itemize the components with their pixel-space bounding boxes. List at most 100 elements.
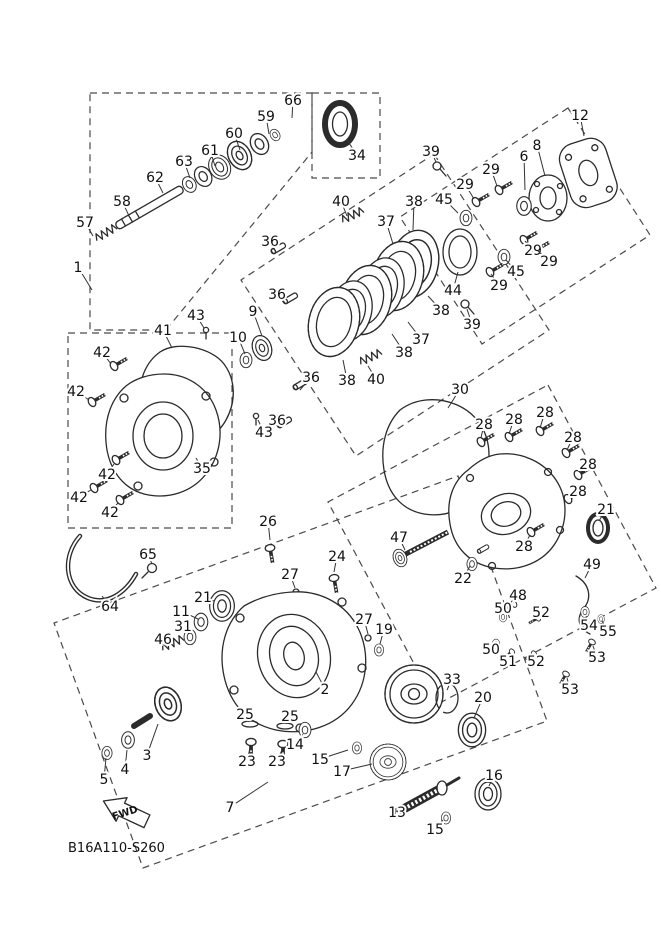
part-label-21: 21 <box>194 590 212 606</box>
part-label-28: 28 <box>569 484 587 500</box>
leader-line-36 <box>280 299 285 304</box>
part-label-29: 29 <box>540 254 558 270</box>
leader-line-22 <box>466 565 471 573</box>
leader-line-34 <box>346 139 354 150</box>
part-label-9: 9 <box>249 304 258 320</box>
part-label-42: 42 <box>67 384 85 400</box>
leader-line-25 <box>285 722 288 725</box>
breather-hose-64 <box>65 533 139 603</box>
snap-ring-33 <box>435 682 459 714</box>
leader-line-11 <box>187 613 199 620</box>
leader-line-28 <box>480 430 484 439</box>
washer-10 <box>239 351 253 369</box>
part-label-24: 24 <box>328 549 346 565</box>
part-label-50: 50 <box>482 642 500 658</box>
leader-line-29 <box>490 273 496 280</box>
leader-line-63 <box>185 167 191 179</box>
part-label-37: 37 <box>412 332 430 348</box>
leader-line-48 <box>512 600 515 603</box>
leader-line-36 <box>299 382 307 391</box>
part-label-25: 25 <box>281 709 299 725</box>
leader-line-19 <box>379 635 383 645</box>
part-label-55: 55 <box>599 624 617 640</box>
seal-11 <box>193 612 209 632</box>
leader-line-37 <box>407 321 418 334</box>
gasket-25b <box>276 722 294 730</box>
leader-line-59 <box>266 122 270 135</box>
leader-line-6 <box>523 162 526 191</box>
spring-40b <box>357 348 384 367</box>
part-label-23: 23 <box>238 754 256 770</box>
bolt-28c <box>532 417 558 439</box>
leader-line-60 <box>235 139 241 151</box>
leader-line-39 <box>433 157 437 163</box>
part-label-35: 35 <box>193 461 211 477</box>
bolt-29a <box>491 176 517 198</box>
part-label-60: 60 <box>225 126 243 142</box>
leader-line-13 <box>402 801 411 809</box>
part-label-40: 40 <box>332 194 350 210</box>
leader-line-53 <box>592 645 596 651</box>
leader-line-27 <box>365 625 369 635</box>
leader-line-36 <box>280 425 282 428</box>
input-gear-train <box>93 127 283 243</box>
part-label-46: 46 <box>154 632 172 648</box>
washer-4 <box>121 731 135 749</box>
leader-line-43 <box>257 419 262 426</box>
leader-line-16 <box>488 781 492 787</box>
part-label-5: 5 <box>100 772 109 788</box>
part-label-40: 40 <box>367 372 385 388</box>
clamp-65 <box>141 562 158 579</box>
leader-line-23 <box>248 747 251 755</box>
part-label-25: 25 <box>236 707 254 723</box>
part-label-38: 38 <box>395 345 413 361</box>
leader-line-5 <box>104 757 107 773</box>
main-case-assembly <box>65 533 502 825</box>
part-label-50: 50 <box>494 601 512 617</box>
leader-line-43 <box>199 320 205 329</box>
leader-line-49 <box>584 570 590 579</box>
part-label-28: 28 <box>579 457 597 473</box>
part-label-28: 28 <box>536 405 554 421</box>
pin-43a <box>202 326 210 340</box>
part-label-42: 42 <box>98 467 116 483</box>
part-label-61: 61 <box>201 143 219 159</box>
spring-57 <box>93 222 119 243</box>
leader-line-42 <box>110 463 115 469</box>
part-label-52: 52 <box>527 654 545 670</box>
group-box-input-gears <box>89 92 313 331</box>
leader-line-27 <box>291 580 296 589</box>
part-label-37: 37 <box>377 214 395 230</box>
leader-line-42 <box>114 502 119 508</box>
part-label-48: 48 <box>509 588 527 604</box>
part-label-33: 33 <box>443 672 461 688</box>
part-label-53: 53 <box>561 682 579 698</box>
pin-43b <box>252 412 260 426</box>
clip-39a <box>432 161 447 177</box>
nut-55 <box>597 614 605 624</box>
part-label-19: 19 <box>375 622 393 638</box>
leader-line-45 <box>448 203 459 214</box>
part-label-3: 3 <box>143 748 152 764</box>
cover-35 <box>105 373 221 497</box>
part-label-39: 39 <box>463 317 481 333</box>
leader-line-52 <box>531 654 534 657</box>
leader-line-8 <box>538 151 546 177</box>
part-label-36: 36 <box>268 413 286 429</box>
leader-line-36 <box>272 246 277 253</box>
leader-line-38 <box>391 333 401 347</box>
leader-line-33 <box>446 685 450 691</box>
washer-5 <box>101 746 113 760</box>
leader-line-28 <box>526 534 531 541</box>
leader-line-42 <box>81 394 90 401</box>
leader-line-3 <box>148 723 159 749</box>
leader-line-2 <box>315 671 323 684</box>
part-label-29: 29 <box>482 162 500 178</box>
part-label-63: 63 <box>175 154 193 170</box>
gasket-25a <box>241 720 259 728</box>
leader-line-54 <box>585 615 588 619</box>
group-box-left-cover <box>67 332 233 529</box>
leader-line-65 <box>150 560 153 565</box>
output-shaft-3 <box>149 682 187 726</box>
part-label-34: 34 <box>348 148 366 164</box>
